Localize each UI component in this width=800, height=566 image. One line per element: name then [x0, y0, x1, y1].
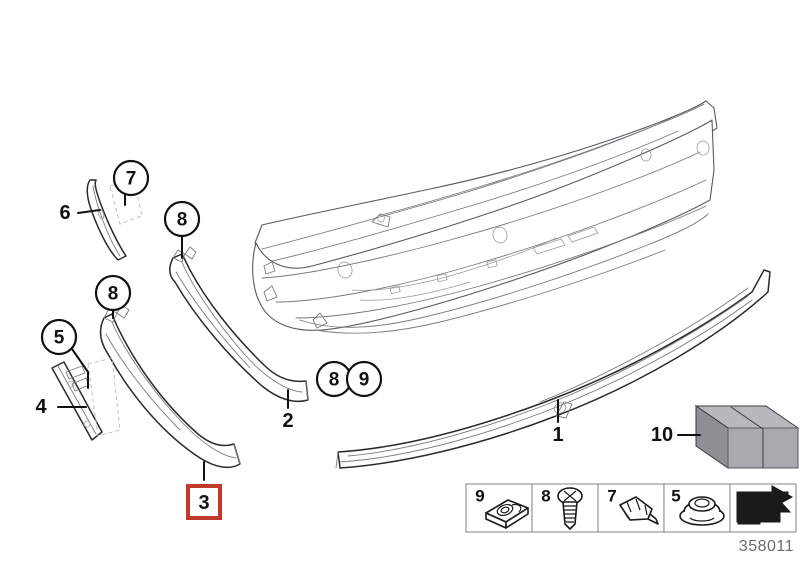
callout-8-lower-label: 8: [108, 284, 119, 305]
screw-icon: [557, 487, 583, 530]
legend-cell-5-num: 5: [671, 487, 680, 506]
arrow-icon: [736, 485, 794, 525]
callout-1-label: 1: [552, 424, 563, 446]
diagram-part-number: 358011: [739, 538, 794, 555]
part-1-lower-trim-strip: [335, 269, 771, 469]
callout-9-label: 9: [359, 370, 370, 391]
callout-3-highlighted[interactable]: 3: [186, 484, 222, 520]
callout-10[interactable]: 10: [651, 424, 673, 446]
legend-cell-7-num: 7: [607, 487, 616, 506]
callout-8-lower[interactable]: 8: [94, 274, 132, 312]
callout-2-label: 2: [282, 410, 293, 432]
part-4-left-end-trim: [51, 357, 121, 441]
part-10-carton: [677, 405, 800, 469]
callout-8-mid-label: 8: [329, 370, 340, 391]
legend-strip: 9 8: [465, 483, 797, 533]
callout-2[interactable]: 2: [282, 410, 293, 432]
callout-6[interactable]: 6: [59, 202, 70, 224]
part-2-right-curved-molding: [169, 246, 309, 409]
callout-7[interactable]: 7: [112, 159, 150, 197]
legend-cell-9-num: 9: [475, 487, 484, 506]
callout-7-label: 7: [126, 169, 137, 190]
legend-cell-7[interactable]: 7: [597, 483, 665, 533]
callout-8-mid[interactable]: 8: [315, 360, 353, 398]
callout-9[interactable]: 9: [345, 360, 383, 398]
part-6-narrow-trim-blade: [77, 179, 143, 261]
callout-10-label: 10: [651, 424, 673, 446]
callout-4-label: 4: [35, 396, 47, 418]
part-5-grommet-reference: [71, 348, 89, 389]
part-rear-bumper-cover: [252, 100, 718, 334]
legend-cell-8-num: 8: [541, 487, 550, 506]
legend-cell-arrow[interactable]: [729, 483, 797, 533]
legend-cell-9[interactable]: 9: [465, 483, 533, 533]
callout-5-label: 5: [54, 328, 65, 349]
callout-4[interactable]: 4: [35, 396, 47, 418]
legend-cell-5[interactable]: 5: [663, 483, 731, 533]
callout-8-upper[interactable]: 8: [163, 200, 201, 238]
clip-icon: [619, 496, 659, 525]
callout-5[interactable]: 5: [40, 318, 78, 356]
callout-6-label: 6: [59, 202, 70, 224]
callout-1[interactable]: 1: [552, 424, 563, 446]
callout-8-upper-label: 8: [177, 210, 188, 231]
callout-3-label: 3: [198, 492, 209, 514]
nut-plate-icon: [485, 499, 529, 529]
grommet-icon: [679, 496, 725, 526]
legend-cell-8[interactable]: 8: [531, 483, 599, 533]
